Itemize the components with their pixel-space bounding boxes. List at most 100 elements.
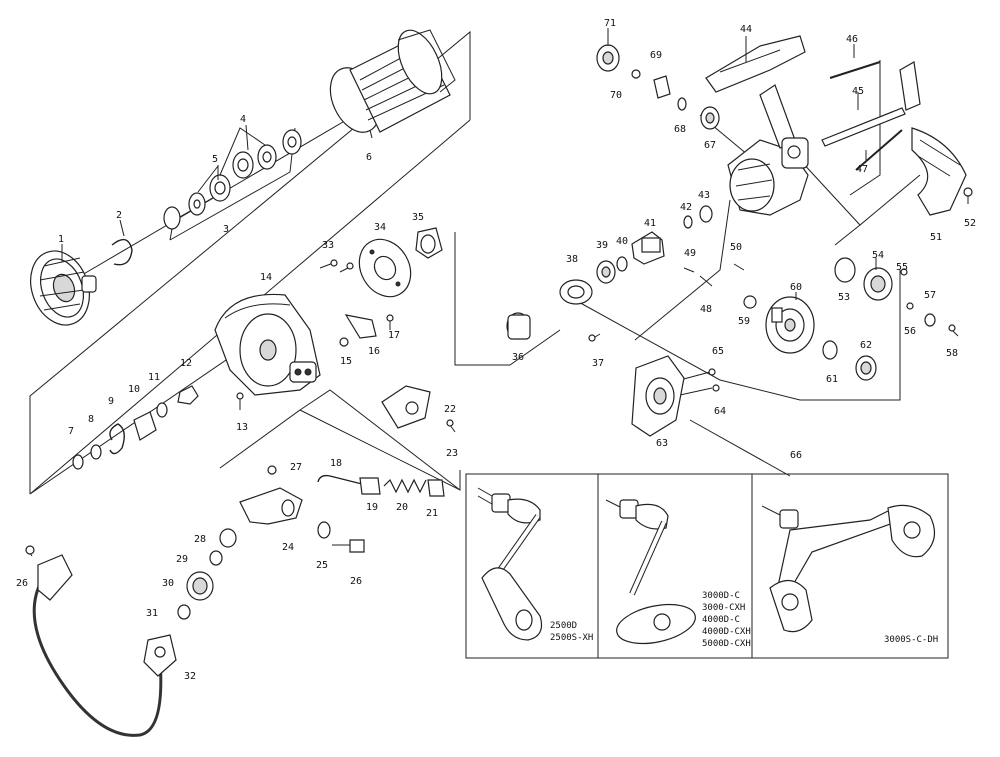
callout-25: 25 (316, 560, 328, 571)
callout-22: 22 (444, 404, 456, 415)
callout-50: 50 (730, 242, 742, 253)
callout-11: 11 (148, 372, 160, 383)
callout-66: 66 (790, 450, 802, 461)
callout-26-left: 26 (16, 578, 28, 589)
callout-48: 48 (700, 304, 712, 315)
handle-options-box (465, 473, 949, 659)
callout-21: 21 (426, 508, 438, 519)
bail-parts (177, 385, 456, 620)
callout-7: 7 (68, 426, 74, 437)
callout-1: 1 (58, 234, 64, 245)
callout-23: 23 (446, 448, 458, 459)
callout-18: 18 (330, 458, 342, 469)
callout-12: 12 (180, 358, 192, 369)
callout-52: 52 (964, 218, 976, 229)
callout-36: 36 (512, 352, 524, 363)
callout-38: 38 (566, 254, 578, 265)
callout-30: 30 (162, 578, 174, 589)
parts-3-5-washers (163, 127, 302, 230)
callout-68: 68 (674, 124, 686, 135)
handle-model-labels: 2500D 2500S-XH 3000D-C 3000-CXH 4000D-C … (550, 591, 938, 649)
callout-49: 49 (684, 248, 696, 259)
pinion-parts (506, 205, 713, 342)
panel1-model-2: 2500S-XH (550, 633, 593, 643)
panel1-model-1: 2500D (550, 621, 577, 631)
callout-13: 13 (236, 422, 248, 433)
callout-28: 28 (194, 534, 206, 545)
gear-parts-53-62 (743, 257, 959, 381)
callout-9: 9 (108, 396, 114, 407)
callout-33: 33 (322, 240, 334, 251)
callout-27: 27 (290, 462, 302, 473)
callout-24: 24 (282, 542, 294, 553)
callout-70: 70 (610, 90, 622, 101)
callout-61: 61 (826, 374, 838, 385)
callout-59: 59 (738, 316, 750, 327)
handle-option-2-drawing (605, 499, 696, 645)
callout-26-right: 26 (350, 576, 362, 587)
callout-60: 60 (790, 282, 802, 293)
callout-17: 17 (388, 330, 400, 341)
callout-41: 41 (644, 218, 656, 229)
callout-71: 71 (604, 18, 616, 29)
body-frame (705, 35, 809, 216)
callout-4: 4 (240, 114, 246, 125)
callout-6: 6 (366, 152, 372, 163)
panel2-model-1: 3000D-C (702, 591, 740, 601)
callout-35: 35 (412, 212, 424, 223)
callout-5: 5 (212, 154, 218, 165)
callout-20: 20 (396, 502, 408, 513)
callout-15: 15 (340, 356, 352, 367)
callout-55: 55 (896, 262, 908, 273)
part-14-rotor (214, 293, 321, 396)
part-6-spool (329, 29, 456, 133)
callout-3: 3 (223, 224, 229, 235)
callout-39: 39 (596, 240, 608, 251)
callout-31: 31 (146, 608, 158, 619)
rotor-small-parts (72, 385, 244, 470)
callout-51: 51 (930, 232, 942, 243)
callout-8: 8 (88, 414, 94, 425)
parts-15-17-bail-parts (339, 314, 394, 347)
callout-29: 29 (176, 554, 188, 565)
panel2-model-3: 4000D-C (702, 615, 740, 625)
guide-lines (29, 30, 921, 495)
panel2-model-5: 5000D-CXH (702, 639, 751, 649)
callout-16: 16 (368, 346, 380, 357)
callout-37: 37 (592, 358, 604, 369)
callout-69: 69 (650, 50, 662, 61)
callout-54: 54 (872, 250, 884, 261)
callout-leaders (61, 28, 877, 300)
callout-43: 43 (698, 190, 710, 201)
callout-10: 10 (128, 384, 140, 395)
parts-33-35 (319, 227, 443, 298)
callout-labels: 1 2 3 4 5 6 7 8 9 10 11 12 13 14 15 16 1… (16, 18, 976, 682)
callout-57: 57 (924, 290, 936, 301)
callout-64: 64 (714, 406, 726, 417)
callout-63: 63 (656, 438, 668, 449)
handle-option-1-drawing (477, 487, 543, 641)
callout-14: 14 (260, 272, 272, 283)
rotor-cover-51-52 (911, 127, 973, 216)
callout-45: 45 (852, 86, 864, 97)
side-cap-63-65 (631, 355, 720, 437)
handle-option-3-drawing (761, 504, 936, 633)
panel2-model-4: 4000D-CXH (702, 627, 751, 637)
callout-32: 32 (184, 671, 196, 682)
callout-53: 53 (838, 292, 850, 303)
part-32-bail-wire (25, 545, 177, 737)
panel2-model-2: 3000-CXH (702, 603, 745, 613)
callout-34: 34 (374, 222, 386, 233)
callout-56: 56 (904, 326, 916, 337)
callout-44: 44 (740, 24, 752, 35)
callout-46: 46 (846, 34, 858, 45)
top-parts-67-71 (596, 44, 745, 287)
callout-40: 40 (616, 236, 628, 247)
part-2-clip (111, 238, 133, 266)
part-1-drag-knob (30, 250, 97, 326)
callout-19: 19 (366, 502, 378, 513)
panel3-model-1: 3000S-C-DH (884, 635, 938, 645)
callout-2: 2 (116, 210, 122, 221)
callout-67: 67 (704, 140, 716, 151)
